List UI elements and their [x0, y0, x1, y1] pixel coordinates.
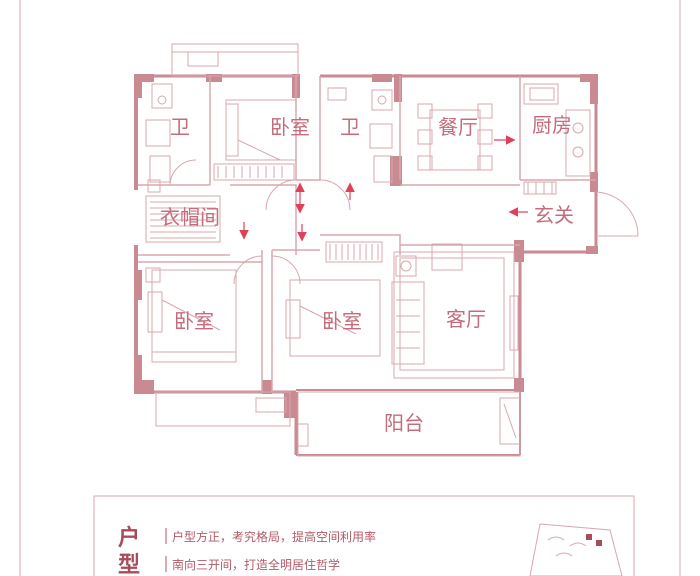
circulation-arrows	[239, 135, 528, 242]
mid-bath-fixtures	[327, 87, 393, 183]
room-label-master-bedroom: 卧室	[270, 115, 310, 139]
room-label-kitchen: 厨房	[532, 113, 572, 137]
room-label-balcony: 阳台	[384, 411, 424, 435]
site-map-thumbnail	[529, 523, 623, 576]
south-balcony	[297, 391, 521, 457]
left-bedroom-bed	[145, 267, 237, 363]
top-balcony	[171, 43, 299, 77]
room-label-bath-mid: 卫	[340, 115, 360, 139]
mid-bedroom-bed	[285, 241, 383, 357]
room-label-cloakroom: 衣帽间	[160, 205, 220, 229]
room-label-bath-left: 卫	[170, 115, 190, 139]
wall-pillars	[134, 74, 598, 418]
left-lower-balcony	[155, 391, 291, 427]
room-label-dining: 餐厅	[438, 115, 478, 139]
info-point-2: 南向三开间，打造全明居住哲学	[172, 557, 340, 572]
room-label-entrance: 玄关	[534, 203, 574, 227]
room-label-left-bedroom: 卧室	[174, 309, 214, 333]
dining-table	[417, 103, 493, 171]
door-swings	[169, 159, 351, 285]
kitchen-fixtures	[523, 83, 591, 195]
page-frame	[19, 0, 681, 576]
living-furniture	[391, 243, 519, 379]
outer-walls	[134, 74, 598, 456]
cloakroom-shelves	[145, 195, 221, 243]
info-heading-line1: 户	[118, 525, 140, 551]
room-label-living: 客厅	[446, 307, 486, 331]
info-point-1: 户型方正，考究格局，提高空间利用率	[172, 529, 376, 544]
info-heading-line2: 型	[118, 553, 140, 576]
left-bath-fixtures	[145, 83, 173, 193]
entrance-door	[595, 191, 639, 237]
room-label-mid-bedroom: 卧室	[322, 309, 362, 333]
interior-walls	[138, 76, 596, 392]
master-bed	[213, 99, 297, 181]
